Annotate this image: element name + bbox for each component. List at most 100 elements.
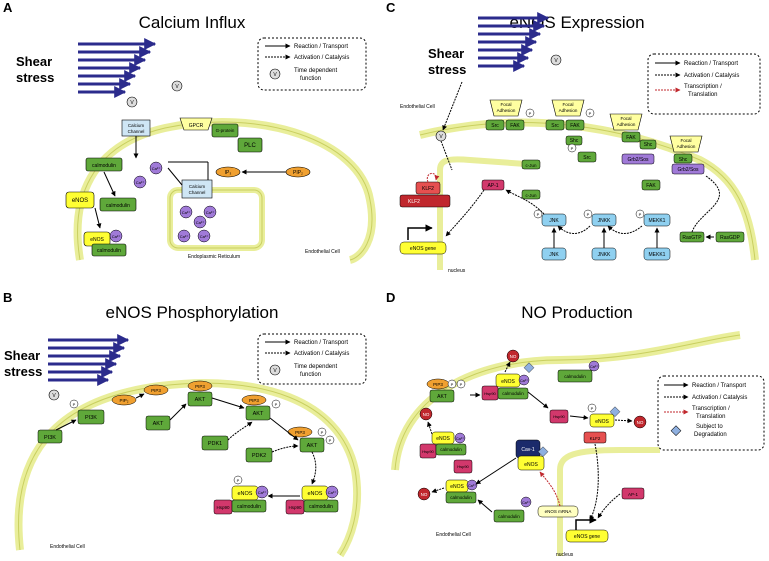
legend-b-time1: Time dependent	[294, 364, 337, 370]
calmodulin-d4: calmodulin	[450, 495, 472, 500]
calmodulin-d5: calmodulin	[498, 514, 520, 519]
hsp90-b1: Hsp90	[216, 505, 230, 510]
pip3-b4: PIP3	[295, 430, 305, 435]
g-protein-label: G-protein	[216, 128, 235, 133]
calmodulin-a3: calmodulin	[97, 248, 121, 254]
v-node-a2: V	[130, 100, 134, 106]
fak-c4: FAK	[646, 183, 656, 189]
shear-arrows-a	[78, 38, 157, 98]
ca-cyto-1: Ca²⁺	[152, 166, 161, 171]
mekk1-c2: MEKK1	[649, 252, 666, 258]
calmodulin-a2: calmodulin	[106, 203, 130, 209]
legend-b-v: V	[273, 368, 277, 374]
ca-cyto-2: Ca²⁺	[136, 180, 145, 185]
p-b2: P	[275, 402, 278, 407]
focal-4-l2: Adhesion	[677, 144, 696, 149]
focal-2-l1: Focal	[562, 102, 573, 107]
focal-1-l2: Adhesion	[497, 108, 516, 113]
shear-label-b2: stress	[4, 364, 42, 379]
pip3-d: PIP3	[433, 382, 443, 387]
ca-d3: Ca²⁺	[456, 437, 464, 441]
enos-mrna-d: eNOS mRNA	[545, 509, 572, 514]
shear-arrows-c	[478, 12, 550, 72]
grb-c1: Grb2/Sos	[677, 167, 699, 173]
cjun-c2: c-Jun	[525, 193, 537, 198]
shear-label-b1: Shear	[4, 348, 40, 363]
gpcr	[179, 117, 213, 131]
hsp90-d2: Hsp90	[553, 414, 565, 419]
panel-b-title: eNOS Phosphorylation	[106, 303, 279, 322]
p-b5: P	[237, 478, 240, 483]
legend-a-reaction: Reaction / Transport	[294, 44, 348, 50]
legend-d-deg1: Subject to	[696, 424, 723, 430]
enos-d1: eNOS	[501, 379, 515, 385]
nucleus-membrane-c	[437, 156, 541, 270]
calmodulin-b1: calmodulin	[237, 504, 261, 510]
er-label: Endoplasmic Reticulum	[188, 254, 240, 260]
pdk2-b: PDK2	[252, 453, 266, 459]
nucleus-label-d: nucleus	[556, 552, 574, 558]
akt-d: AKT	[437, 394, 447, 400]
klf2-c2: KLF2	[408, 199, 420, 205]
pip3-b3: PIP3	[249, 398, 259, 403]
calmodulin-d2: calmodulin	[564, 374, 586, 379]
legend-a-v: V	[273, 72, 277, 78]
v-node-c2: V	[439, 134, 443, 140]
mekk1-c1: MEKK1	[649, 218, 666, 224]
ap1-d: AP-1	[628, 492, 639, 497]
grb-c2: Grb2/Sos	[627, 157, 649, 163]
pdk1-b: PDK1	[208, 441, 222, 447]
calmodulin-b2: calmodulin	[309, 504, 333, 510]
p-c5: P	[587, 212, 590, 217]
legend-a-time2: function	[300, 76, 321, 82]
p-b1: P	[73, 402, 76, 407]
gpcr-label: GPCR	[189, 123, 204, 129]
pip3-b1: PIP3	[151, 388, 161, 393]
panel-a-title: Calcium Influx	[139, 13, 246, 32]
calmodulin-d3: calmodulin	[440, 447, 462, 452]
ap1-c: AP-1	[487, 183, 498, 189]
panel-a-letter: A	[3, 0, 13, 15]
legend-b: Reaction / Transport Activation / Cataly…	[257, 333, 367, 385]
ca-d1: Ca²⁺	[520, 379, 528, 383]
focal-4-l1: Focal	[680, 138, 691, 143]
endothelial-cell-label-a: Endothelial Cell	[305, 249, 340, 255]
cav1-d: Cav-1	[521, 447, 535, 453]
ip3-a: IP₃	[225, 170, 232, 176]
cell-membrane-b	[14, 379, 362, 558]
klf2-c1: KLF2	[422, 186, 434, 192]
p-d3: P	[591, 406, 594, 411]
legend-d-trans2: Translation	[696, 414, 725, 420]
panel-a: A Calcium Influx Endoplasmic Reticulum E…	[3, 0, 376, 264]
klf2-d: KLF2	[590, 436, 601, 441]
no-d4: NO	[421, 492, 428, 497]
calmodulin-a1: calmodulin	[92, 163, 116, 169]
ca-er-4: Ca²⁺	[180, 234, 189, 239]
ca-d2: Ca²⁺	[590, 365, 598, 369]
v-node-c1: V	[554, 58, 558, 64]
enos-b1: eNOS	[238, 491, 253, 497]
plc	[237, 137, 263, 153]
ca-er-5: Ca²⁺	[200, 234, 209, 239]
shear-label-a2: stress	[16, 70, 54, 85]
hsp90-d4: Hsp90	[457, 464, 469, 469]
shc-c1: Shc	[570, 138, 579, 144]
enos-d2: eNOS	[595, 419, 609, 425]
pip2-b: PIP₂	[120, 398, 129, 403]
v-node-a1: V	[175, 84, 179, 90]
legend-d: Reaction / Transport Activation / Cataly…	[657, 375, 765, 451]
legend-d-reaction: Reaction / Transport	[692, 383, 746, 389]
panel-b-letter: B	[3, 290, 12, 305]
shear-label-c1: Shear	[428, 46, 464, 61]
nucleus-label-c: nucleus	[448, 268, 466, 274]
cc-a1-l1: Calcium	[128, 123, 145, 128]
pi3k-b2: PI3K	[85, 415, 97, 421]
src-c2: Src	[551, 123, 559, 129]
panel-d-letter: D	[386, 290, 395, 305]
hsp90-b2: Hsp90	[288, 505, 302, 510]
panel-c-title: eNOS Expression	[509, 13, 644, 32]
enos-a2: eNOS	[90, 237, 104, 243]
legend-c-activation: Activation / Catalysis	[684, 73, 739, 79]
akt-b2: AKT	[253, 411, 264, 417]
